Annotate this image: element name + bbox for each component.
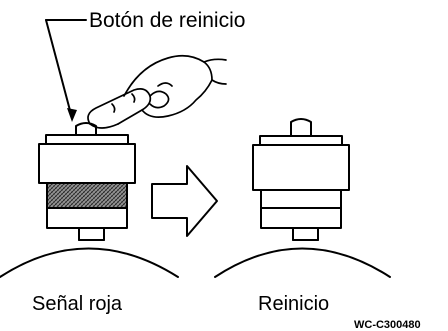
left-device [0, 122, 179, 278]
right-caption: Reinicio [258, 293, 329, 315]
left-caption: Señal roja [32, 293, 123, 315]
figure-code: WC-C300480 [354, 319, 421, 331]
arrow-right-icon [151, 165, 218, 237]
red-signal-band [46, 182, 128, 209]
left-lower-body [46, 207, 128, 229]
right-main-body [252, 144, 350, 191]
right-device [214, 118, 391, 278]
callout-leader [45, 19, 87, 122]
right-cap [259, 135, 343, 146]
right-dome [214, 247, 391, 278]
callout-label: Botón de reinicio [89, 9, 245, 32]
left-main-body [38, 143, 136, 184]
left-cap [45, 134, 129, 145]
left-dome [0, 247, 179, 278]
right-lower-body [260, 207, 342, 229]
right-reset-button [290, 118, 312, 137]
reset-button-icon [75, 122, 97, 136]
hand-icon [87, 54, 227, 129]
right-band [260, 189, 342, 209]
